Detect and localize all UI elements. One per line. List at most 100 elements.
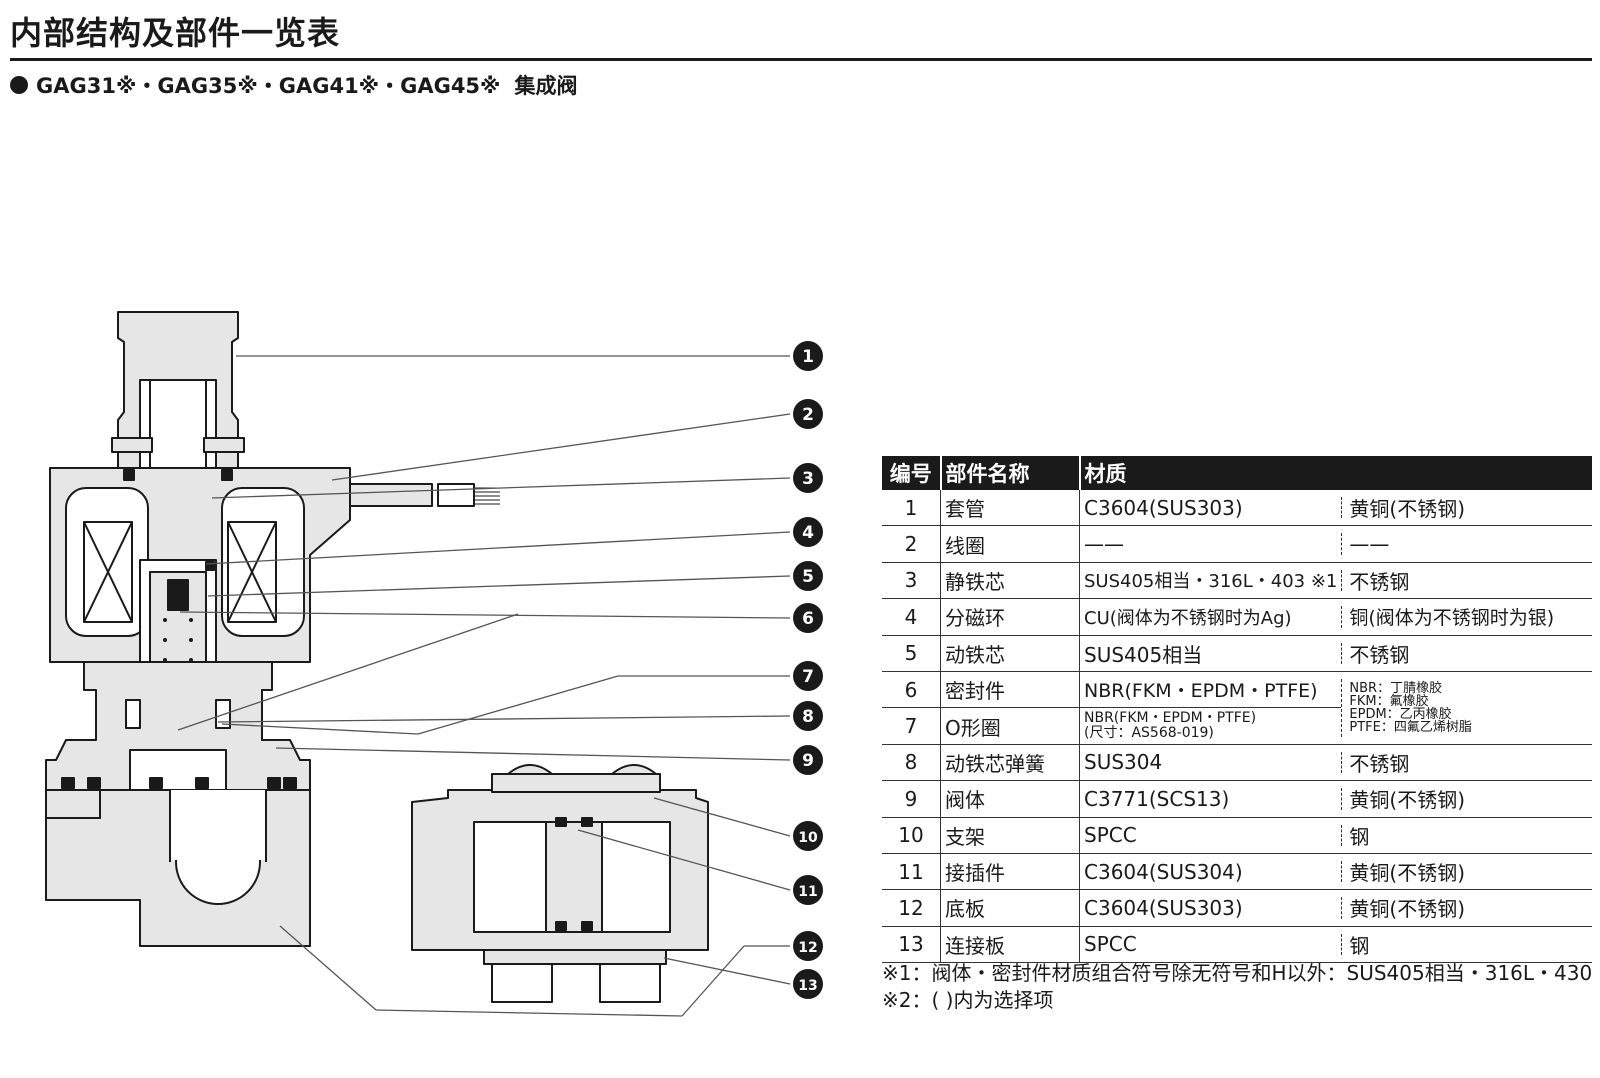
- row-name: 静铁芯: [940, 562, 1080, 600]
- table-row: 10 支架 SPCC 钢: [882, 817, 1592, 854]
- row-material-line1: NBR(FKM・EPDM・PTFE): [1084, 710, 1257, 727]
- row-no: 13: [882, 926, 941, 964]
- row-material-cn: 黄铜(不锈钢): [1341, 853, 1592, 891]
- callout-11: 11: [793, 875, 823, 905]
- svg-text:12: 12: [798, 940, 817, 956]
- seal-material-line: PTFE：四氟乙烯树脂: [1349, 719, 1472, 735]
- svg-text:7: 7: [802, 667, 814, 687]
- row-name: 支架: [940, 817, 1080, 854]
- svg-text:3: 3: [802, 469, 814, 489]
- row-material: SUS405相当・316L・403 ※1: [1079, 562, 1342, 600]
- row-no: 1: [882, 490, 941, 527]
- row-no: 8: [882, 744, 941, 782]
- svg-text:1: 1: [802, 347, 814, 367]
- row-no: 4: [882, 598, 941, 636]
- page-title: 内部结构及部件一览表: [10, 14, 341, 52]
- table-row: 8 动铁芯弹簧 SUS304 不锈钢: [882, 744, 1592, 782]
- row-material-cn: 不锈钢: [1341, 744, 1592, 782]
- header-no: 编号: [882, 456, 942, 490]
- row-name: O形圈: [940, 707, 1080, 745]
- svg-text:4: 4: [802, 523, 814, 543]
- callout-4: 4: [793, 517, 823, 547]
- table-row: 4 分磁环 CU(阀体为不锈钢时为Ag) 铜(阀体为不锈钢时为银): [882, 598, 1592, 636]
- row-no: 12: [882, 889, 941, 927]
- row-name: 连接板: [940, 926, 1080, 964]
- callout-2: 2: [793, 399, 823, 429]
- row-material-cn: ——: [1341, 525, 1592, 563]
- row-name: 底板: [940, 889, 1080, 927]
- seal-material-line: NBR：丁腈橡胶: [1349, 680, 1443, 696]
- row-no: 7: [882, 707, 941, 745]
- row-no: 11: [882, 853, 941, 891]
- row-name: 套管: [940, 490, 1080, 527]
- row-material: NBR(FKM・EPDM・PTFE): [1079, 671, 1342, 709]
- svg-text:10: 10: [798, 830, 818, 846]
- row-material: C3771(SCS13): [1079, 780, 1342, 818]
- row-material-cn: 不锈钢: [1341, 562, 1592, 600]
- callout-6: 6: [793, 603, 823, 633]
- callout-3: 3: [793, 463, 823, 493]
- row-material-cn: 钢: [1341, 926, 1592, 964]
- row-no: 5: [882, 635, 941, 672]
- seal-material-line: FKM：氟橡胶: [1349, 693, 1429, 709]
- table-row: 1 套管 C3604(SUS303) 黄铜(不锈钢): [882, 490, 1592, 527]
- row-material: NBR(FKM・EPDM・PTFE) (尺寸：AS568-019): [1079, 707, 1342, 745]
- table-row: 7 O形圈 NBR(FKM・EPDM・PTFE) (尺寸：AS568-019): [882, 707, 1592, 745]
- model-type: 集成阀: [514, 74, 578, 98]
- model-subtitle: GAG31※・GAG35※・GAG41※・GAG45※ 集成阀: [10, 70, 577, 100]
- title-divider: [10, 58, 1592, 61]
- row-name: 分磁环: [940, 598, 1080, 636]
- header-material: 材质: [1079, 456, 1592, 490]
- row-no: 9: [882, 780, 941, 818]
- model-list: GAG31※・GAG35※・GAG41※・GAG45※: [36, 74, 501, 98]
- header-name: 部件名称: [940, 456, 1081, 490]
- callout-10: 10: [793, 821, 823, 851]
- row-material-cn-merged: NBR：丁腈橡胶 FKM：氟橡胶 EPDM：乙丙橡胶 PTFE：四氟乙烯树脂: [1341, 671, 1592, 745]
- row-material: SPCC: [1079, 817, 1342, 854]
- callout-9: 9: [793, 745, 823, 775]
- callout-5: 5: [793, 561, 823, 591]
- callout-7: 7: [793, 661, 823, 691]
- seal-material-line: EPDM：乙丙橡胶: [1349, 706, 1452, 722]
- footnote-1: ※1：阀体・密封件材质组合符号除无符号和H以外：SUS405相当・316L・43…: [882, 961, 1593, 985]
- svg-text:8: 8: [802, 707, 814, 727]
- row-material: SUS304: [1079, 744, 1342, 782]
- callout-8: 8: [793, 701, 823, 731]
- table-row: 6 密封件 NBR(FKM・EPDM・PTFE) NBR：丁腈橡胶 FKM：氟橡…: [882, 671, 1592, 745]
- table-header-row: 编号 部件名称 材质: [882, 456, 1592, 490]
- row-name: 线圈: [940, 525, 1080, 563]
- row-no: 10: [882, 817, 941, 854]
- callout-1: 1: [793, 341, 823, 371]
- row-material-cn: 不锈钢: [1341, 635, 1592, 672]
- table-row: 11 接插件 C3604(SUS304) 黄铜(不锈钢): [882, 853, 1592, 891]
- table-row: 2 线圈 —— ——: [882, 525, 1592, 563]
- svg-text:11: 11: [798, 884, 817, 900]
- row-material-cn: 黄铜(不锈钢): [1341, 490, 1592, 527]
- parts-table: 编号 部件名称 材质 1 套管 C3604(SUS303) 黄铜(不锈钢) 2 …: [882, 456, 1592, 964]
- bullet-icon: [10, 76, 28, 94]
- row-material: C3604(SUS303): [1079, 490, 1342, 527]
- table-row: 3 静铁芯 SUS405相当・316L・403 ※1 不锈钢: [882, 562, 1592, 600]
- row-no: 6: [882, 671, 941, 709]
- row-no: 3: [882, 562, 941, 600]
- row-material-cn: 铜(阀体为不锈钢时为银): [1341, 598, 1592, 636]
- row-name: 密封件: [940, 671, 1080, 709]
- row-material-line2: (尺寸：AS568-019): [1084, 725, 1214, 742]
- row-name: 接插件: [940, 853, 1080, 891]
- footnotes: ※1：阀体・密封件材质组合符号除无符号和H以外：SUS405相当・316L・43…: [882, 960, 1594, 1014]
- row-material-cn: 钢: [1341, 817, 1592, 854]
- table-row: 5 动铁芯 SUS405相当 不锈钢: [882, 635, 1592, 672]
- row-name: 阀体: [940, 780, 1080, 818]
- row-material: C3604(SUS304): [1079, 853, 1342, 891]
- row-material-cn: 黄铜(不锈钢): [1341, 780, 1592, 818]
- svg-text:5: 5: [802, 567, 814, 587]
- table-row: 9 阀体 C3771(SCS13) 黄铜(不锈钢): [882, 780, 1592, 818]
- row-material-cn: 黄铜(不锈钢): [1341, 889, 1592, 927]
- table-row: 13 连接板 SPCC 钢: [882, 926, 1592, 964]
- row-material: ——: [1079, 525, 1342, 563]
- svg-text:13: 13: [798, 978, 817, 994]
- svg-text:9: 9: [802, 751, 814, 771]
- footnote-2: ※2：( )内为选择项: [882, 988, 1054, 1012]
- row-material: C3604(SUS303): [1079, 889, 1342, 927]
